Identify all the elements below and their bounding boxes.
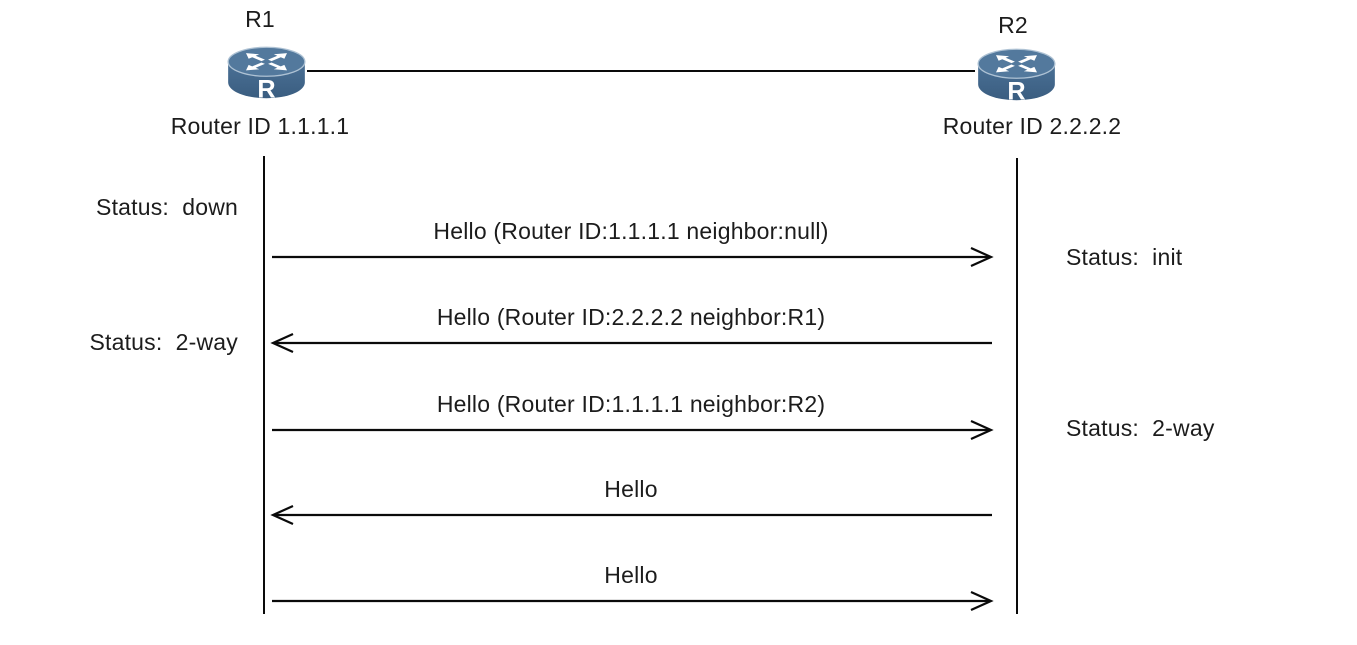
- lifeline-r2: [1016, 158, 1018, 614]
- message-arrow-right-icon: [272, 246, 994, 268]
- lifeline-r1: [263, 156, 265, 614]
- status-r2-init: Status: init: [1066, 244, 1183, 270]
- ethernet-link-line: [307, 70, 975, 72]
- router-id-label-r1: Router ID 1.1.1.1: [170, 113, 350, 139]
- message-label: Hello (Router ID:1.1.1.1 neighbor:R2): [436, 391, 826, 417]
- message-arrow-right-icon: [272, 419, 994, 441]
- message-arrow-left-icon: [270, 332, 992, 354]
- message-label: Hello (Router ID:1.1.1.1 neighbor:null): [433, 218, 829, 244]
- message-label: Hello: [604, 562, 658, 588]
- message-label: Hello (Router ID:2.2.2.2 neighbor:R1): [436, 304, 826, 330]
- status-r2-2way: Status: 2-way: [1066, 415, 1215, 441]
- router-id-label-r2: Router ID 2.2.2.2: [942, 113, 1122, 139]
- status-r1-2way: Status: 2-way: [89, 329, 238, 355]
- status-r1-down: Status: down: [96, 194, 238, 220]
- router-name-r1: R1: [245, 6, 275, 32]
- router-icon: [227, 46, 306, 102]
- message-arrow-left-icon: [270, 504, 992, 526]
- router-icon: [977, 48, 1056, 104]
- message-arrow-right-icon: [272, 590, 994, 612]
- message-label: Hello: [604, 476, 658, 502]
- router-name-r2: R2: [998, 12, 1028, 38]
